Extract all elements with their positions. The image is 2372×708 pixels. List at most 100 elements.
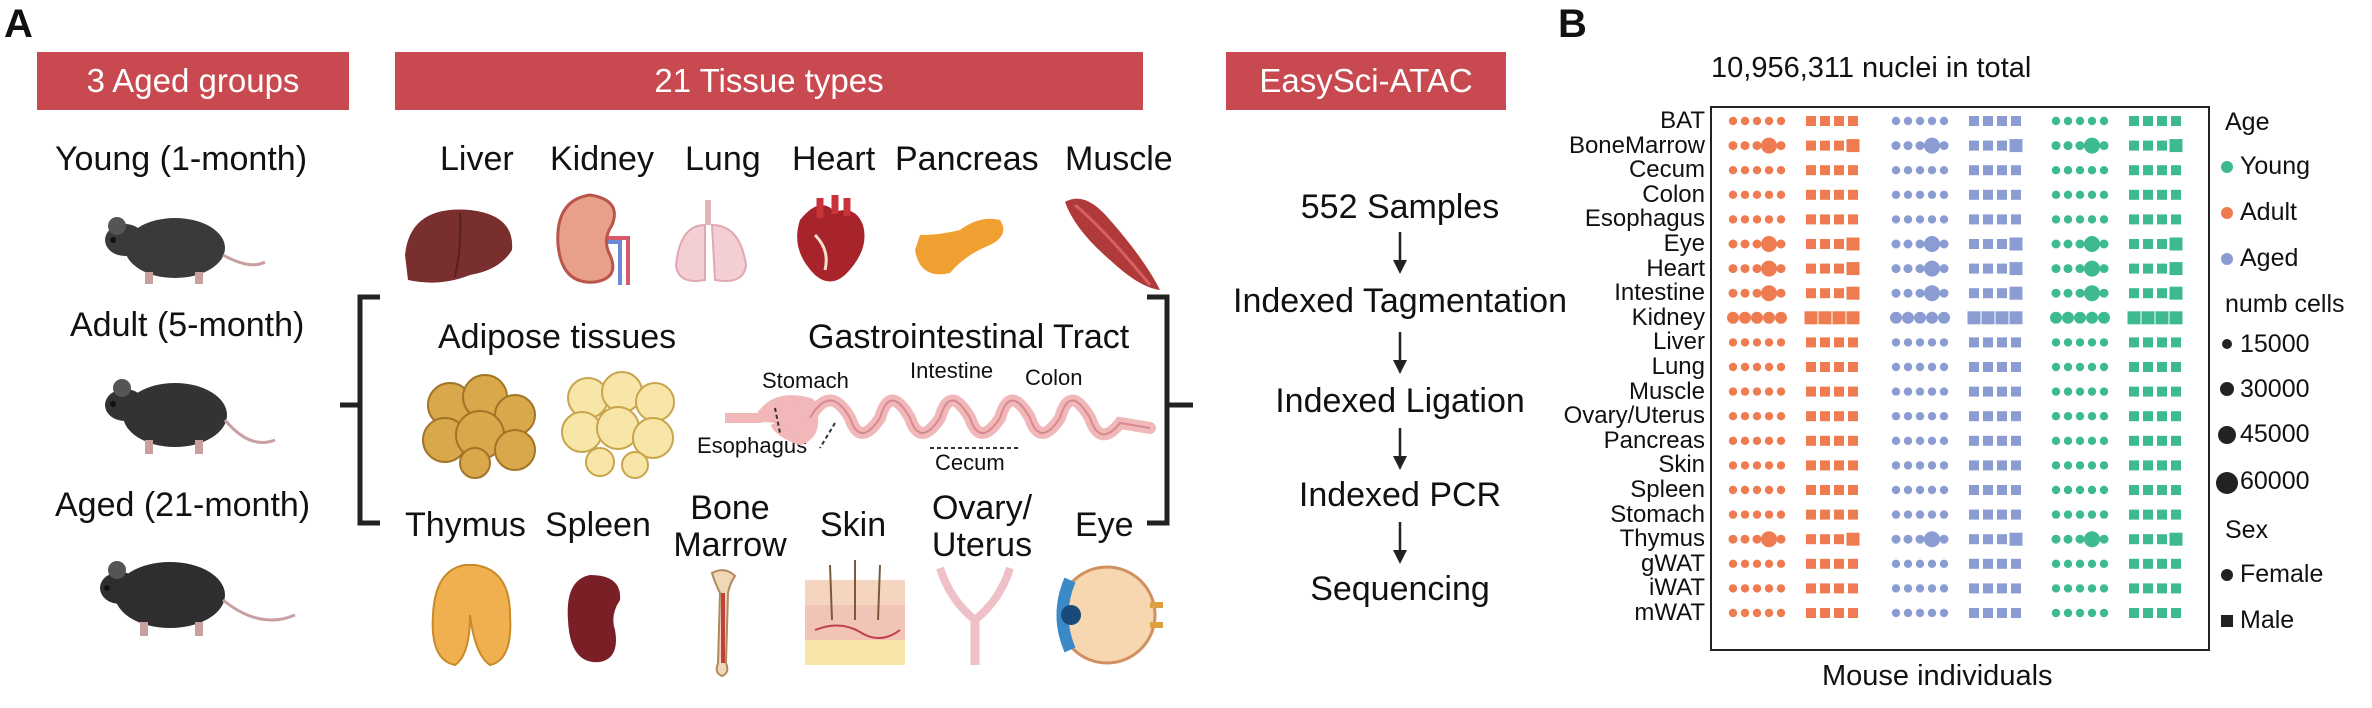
female-dot [1740, 510, 1750, 519]
female-dot [1752, 141, 1762, 151]
male-square [2143, 288, 2153, 299]
female-dot [1740, 362, 1750, 372]
female-dot [2084, 531, 2100, 548]
female-dot [2087, 510, 2097, 519]
female-dot [1728, 116, 1738, 126]
legend-young-swatch [2221, 161, 2233, 173]
female-dot [2051, 387, 2061, 396]
male-square [1806, 263, 1816, 274]
female-dot [2075, 436, 2085, 445]
tissue-axis-label: Pancreas [1603, 426, 1705, 454]
female-dot [1752, 412, 1762, 421]
male-square [2169, 139, 2183, 153]
female-dot [2051, 608, 2061, 618]
male-square [1806, 583, 1816, 594]
female-dot [1939, 141, 1949, 151]
female-dot [1939, 362, 1949, 372]
male-square [1834, 558, 1844, 569]
female-dot [1903, 116, 1913, 126]
female-dot [2099, 534, 2109, 544]
male-square [1834, 362, 1844, 372]
female-dot [2074, 311, 2086, 324]
male-square [2011, 608, 2021, 618]
tissue-axis-label: Spleen [1630, 476, 1705, 503]
male-square [1834, 189, 1844, 200]
female-dot [1890, 311, 1902, 324]
pancreas-icon [915, 218, 1004, 275]
female-dot [1903, 190, 1913, 199]
male-square [2171, 583, 2181, 594]
male-square [1969, 116, 1979, 126]
female-dot [1915, 584, 1925, 593]
male-square [1834, 263, 1844, 274]
female-dot [1924, 137, 1940, 154]
male-square [1820, 485, 1830, 495]
male-square [1848, 189, 1858, 200]
male-square [2011, 337, 2021, 348]
female-dot [2087, 166, 2097, 175]
female-dot [1915, 338, 1925, 347]
female-dot [2051, 190, 2061, 199]
female-dot [2099, 190, 2109, 199]
female-dot [2063, 534, 2073, 544]
female-dot [2075, 215, 2085, 224]
male-square [2157, 239, 2167, 249]
male-square [1997, 435, 2007, 446]
male-square [1969, 509, 1979, 520]
female-dot [2075, 362, 2085, 372]
tissue-axis-label: Heart [1646, 254, 1705, 282]
male-square [1969, 386, 1979, 397]
muscle-icon [1065, 198, 1160, 290]
female-dot [1728, 485, 1738, 495]
female-dot [2063, 190, 2073, 199]
female-dot [1927, 584, 1937, 593]
female-dot [1728, 141, 1738, 151]
male-square [1806, 239, 1816, 249]
legend-female-label: Female [2240, 560, 2324, 588]
female-dot [1903, 239, 1913, 249]
female-dot [2084, 236, 2100, 252]
tissue-pancreas-label: Pancreas [895, 140, 1039, 178]
female-dot [1939, 559, 1949, 568]
female-dot [1752, 166, 1762, 175]
female-dot [1939, 288, 1949, 298]
male-square [2129, 583, 2139, 594]
female-dot [2099, 264, 2109, 274]
male-square [2171, 165, 2181, 176]
female-dot [1740, 559, 1750, 568]
female-dot [1776, 141, 1786, 151]
male-square [1848, 509, 1858, 520]
female-dot [1740, 141, 1750, 151]
male-square [1846, 237, 1860, 251]
male-square [1834, 165, 1844, 176]
male-square [1983, 239, 1993, 249]
female-dot [2063, 510, 2073, 519]
tissue-ovary-uterus-label: Ovary/ Uterus [931, 489, 1033, 564]
skin-icon [805, 560, 905, 665]
female-dot [2099, 141, 2109, 151]
female-dot [1891, 559, 1901, 568]
female-dot [1903, 264, 1913, 274]
male-square [1997, 460, 2007, 471]
tissue-bone-marrow-label: Bone Marrow [673, 489, 787, 564]
male-square [2143, 263, 2153, 274]
male-square [1806, 288, 1816, 299]
female-dot [1752, 288, 1762, 298]
female-dot [1776, 239, 1786, 249]
female-dot [1927, 362, 1937, 372]
male-square [2171, 485, 2181, 495]
male-square [1806, 435, 1816, 446]
aged-mouse-icon [100, 561, 296, 636]
cecum-label: Cecum [935, 450, 1005, 475]
male-square [2171, 214, 2181, 225]
female-dot [2051, 510, 2061, 519]
male-square [2143, 214, 2153, 225]
female-dot [1752, 461, 1762, 470]
tissue-axis-label: Intestine [1614, 279, 1705, 307]
female-dot [1891, 264, 1901, 274]
male-square [1834, 116, 1844, 126]
male-square [1834, 411, 1844, 422]
female-dot [1740, 190, 1750, 199]
workflow-arrow-2-icon [1393, 332, 1407, 374]
male-square [1846, 286, 1860, 300]
